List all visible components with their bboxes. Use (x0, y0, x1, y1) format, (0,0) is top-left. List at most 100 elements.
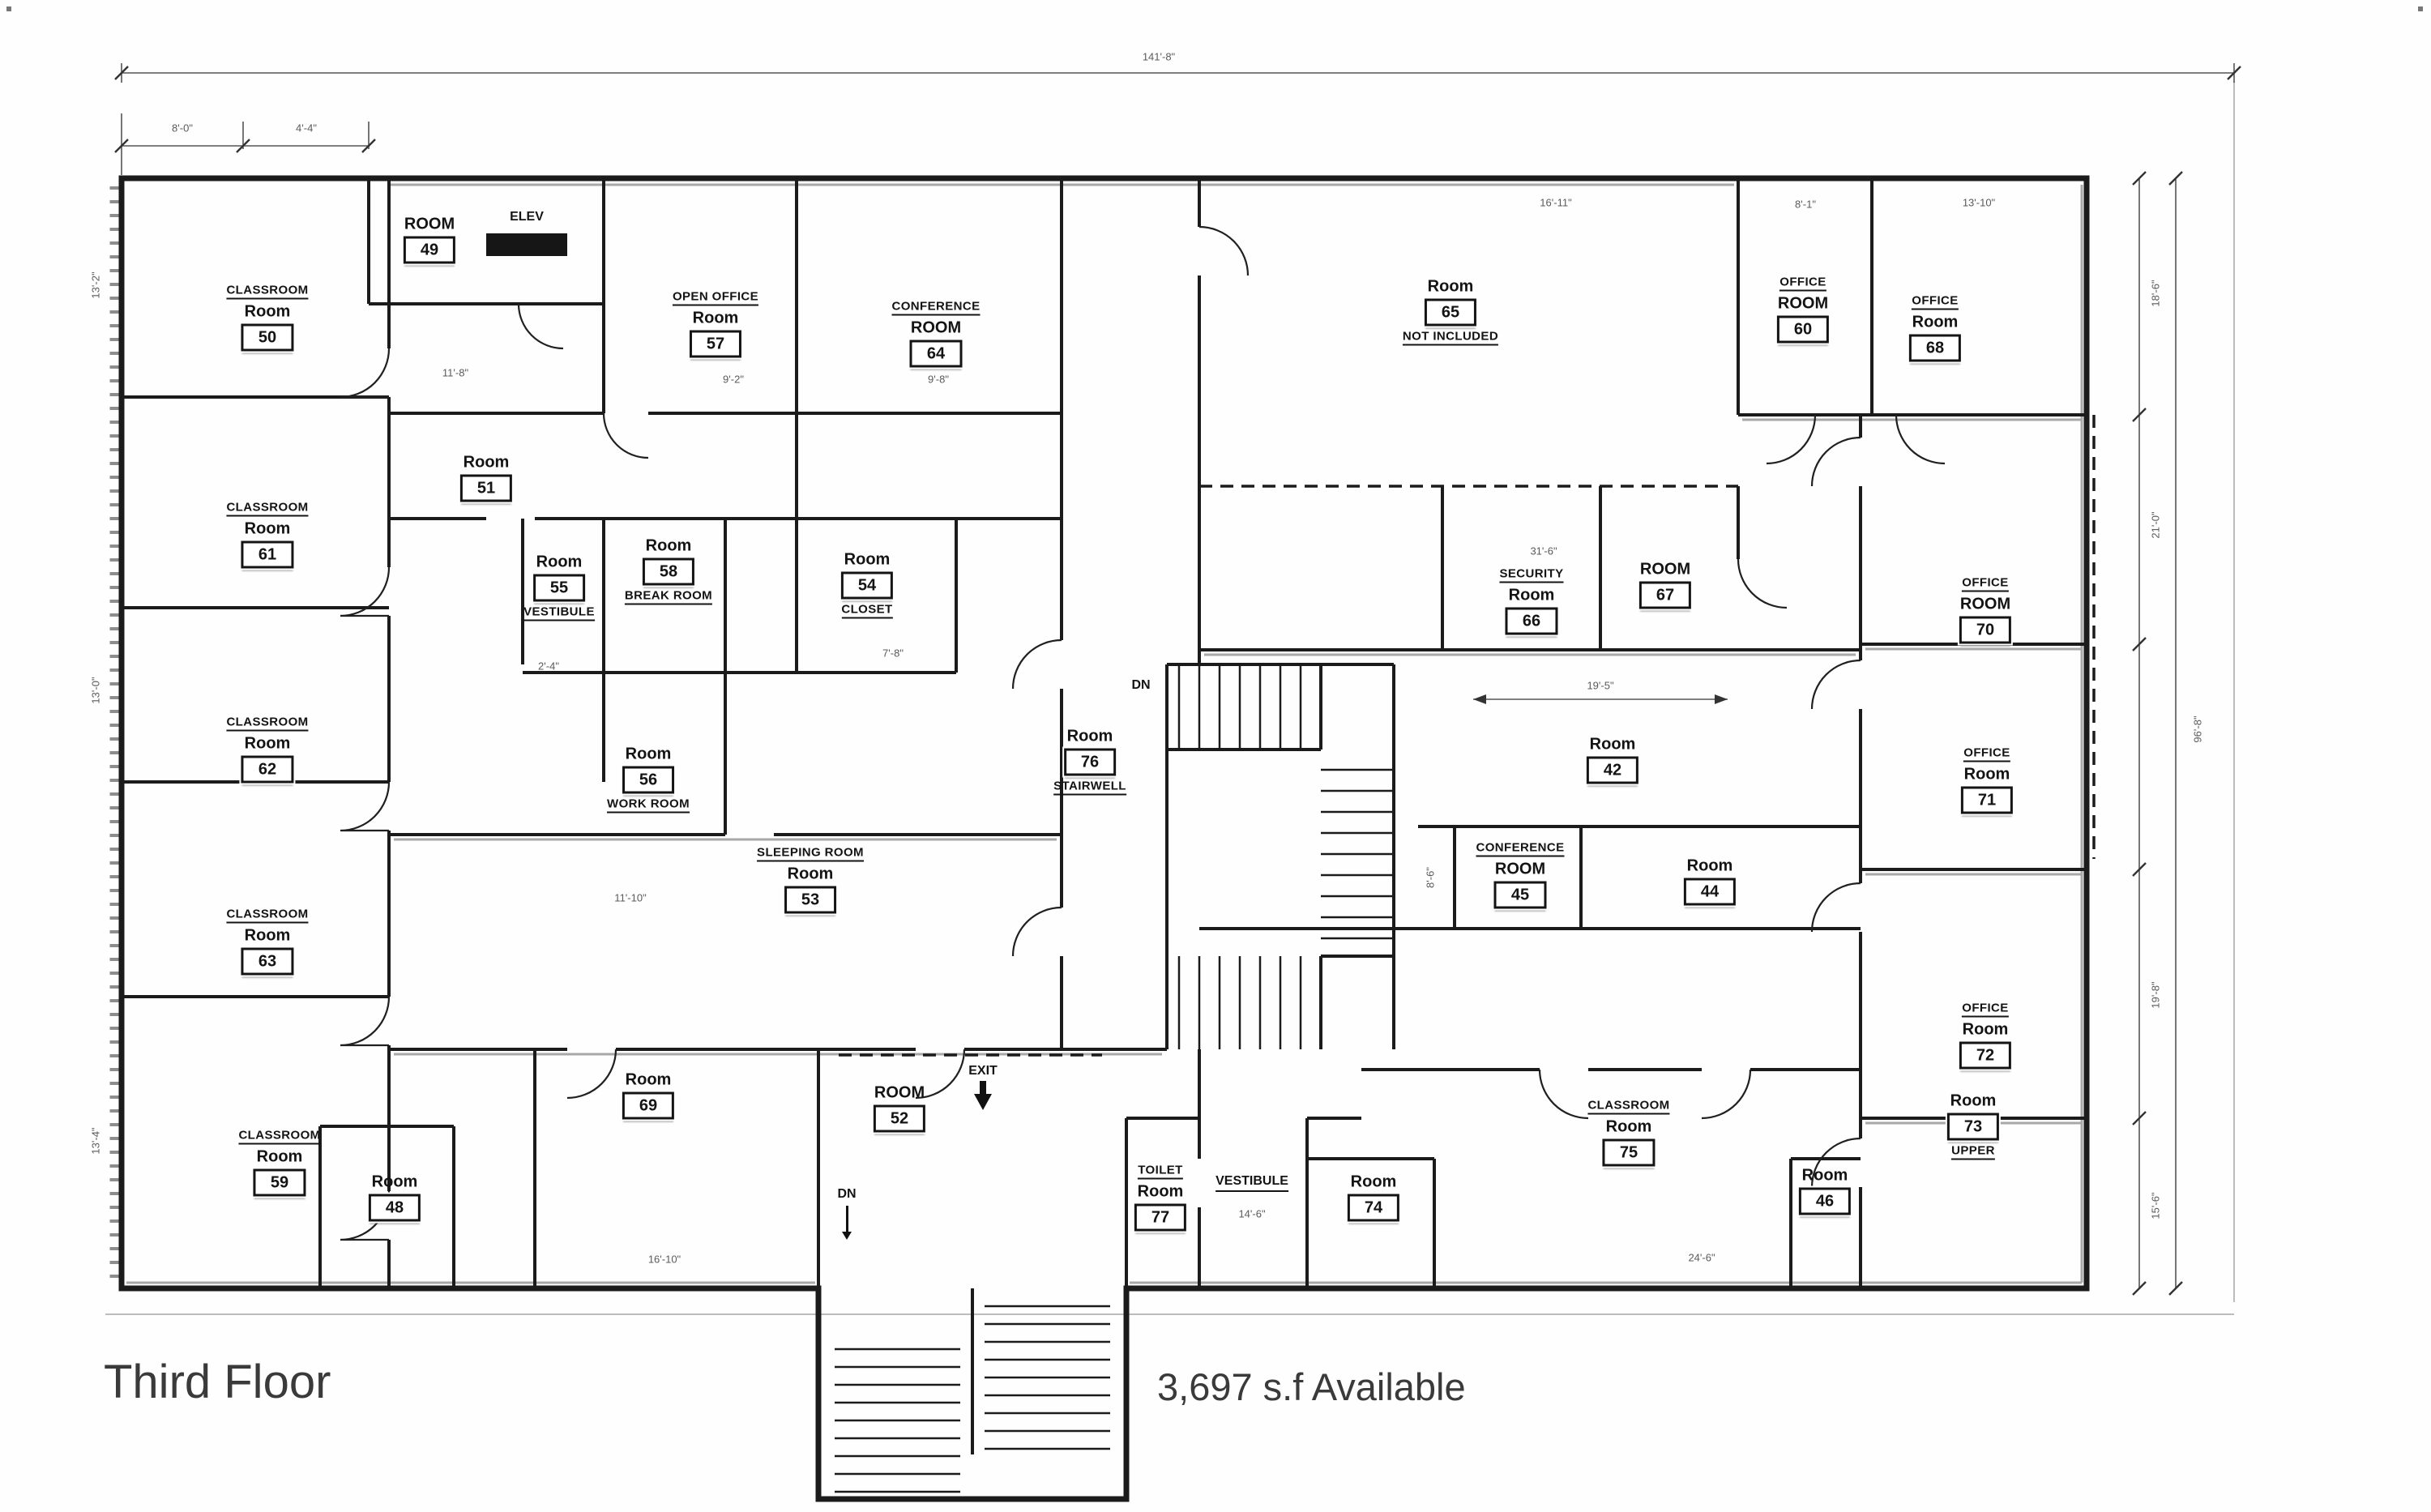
room-word: ROOM (910, 318, 962, 337)
room-number-box: 64 (909, 340, 963, 368)
room-number-box: 62 (241, 755, 294, 784)
room-caption: CONFERENCE (1476, 842, 1565, 857)
dimension-label: 31'-6" (1530, 545, 1557, 557)
room-caption: CLASSROOM (226, 284, 309, 300)
dimension-label: 11'-10" (614, 891, 647, 904)
room-caption: NOT INCLUDED (1402, 331, 1499, 346)
room-caption: BREAK ROOM (624, 590, 713, 605)
room-word: Room (1427, 277, 1474, 296)
room-word: Room (844, 550, 891, 569)
dimension-label: 9'-2" (723, 373, 744, 386)
dimension-label: 7'-8" (882, 647, 904, 660)
room-word: Room (1963, 765, 2010, 784)
dimension-label: 2'-4" (538, 660, 559, 673)
room-label-45: CONFERENCE ROOM 45 (1476, 842, 1565, 909)
room-word: ROOM (1639, 560, 1691, 579)
dimension-label: 8'-0" (172, 122, 193, 135)
room-word: Room (1605, 1117, 1652, 1136)
room-label-49: ROOM 49 (403, 215, 456, 264)
room-number-box: 73 (1946, 1113, 2000, 1141)
room-word: Room (244, 519, 291, 538)
room-word: Room (256, 1147, 303, 1166)
room-number-box: 69 (622, 1091, 675, 1120)
room-number-box: 70 (1959, 616, 2012, 644)
annotation-exit: EXIT (968, 1064, 998, 1078)
dimension-label: 96'-8" (2191, 715, 2204, 743)
dimension-label: 21'-0" (2149, 511, 2162, 539)
annotation-elev: ELEV (510, 210, 544, 224)
dimension-label: 13'-0" (89, 677, 102, 704)
dimension-label: 24'-6" (1688, 1251, 1715, 1264)
room-word: Room (1801, 1166, 1848, 1185)
room-number-box: 45 (1493, 881, 1547, 909)
room-caption: TOILET (1138, 1164, 1183, 1180)
annotation-vestibule: VESTIBULE (1216, 1174, 1288, 1192)
room-number-box: 48 (368, 1194, 421, 1222)
room-word: ROOM (1494, 860, 1546, 878)
room-number-box: 68 (1908, 334, 1962, 362)
dimension-label: 16'-11" (1540, 196, 1572, 209)
room-word: Room (244, 302, 291, 321)
dimension-label: 13'-2" (89, 271, 102, 299)
room-number-box: 49 (403, 236, 456, 264)
room-word: Room (645, 536, 692, 555)
dimension-label: 4'-4" (296, 122, 317, 135)
room-number-box: 59 (253, 1168, 306, 1197)
corner-marks (6, 6, 2423, 11)
room-number-box: 53 (784, 886, 837, 914)
room-number-box: 75 (1602, 1138, 1656, 1167)
room-word: Room (787, 865, 834, 883)
room-number-box: 60 (1776, 315, 1830, 344)
dimension-label: 19'-8" (2149, 981, 2162, 1009)
room-number-box: 57 (689, 330, 742, 358)
room-word: Room (463, 453, 510, 472)
room-word: Room (1589, 735, 1636, 754)
room-caption: CLASSROOM (238, 1130, 321, 1145)
room-number-box: 46 (1798, 1187, 1852, 1215)
room-caption: WORK ROOM (607, 798, 690, 814)
door-arcs (340, 225, 1946, 1241)
dimension-label: 8'-1" (1795, 198, 1816, 211)
room-caption: VESTIBULE (523, 606, 595, 621)
page-edge-lines (105, 81, 2235, 1315)
room-label-59: CLASSROOM Room 59 (238, 1130, 321, 1197)
annotation-dn: DN (837, 1187, 857, 1201)
room-word: Room (536, 553, 583, 571)
room-caption: CLOSET (841, 604, 893, 619)
dimension-label: 14'-6" (1238, 1207, 1266, 1220)
room-number-box: 77 (1134, 1203, 1187, 1232)
room-word: ROOM (404, 215, 455, 233)
room-word: Room (1350, 1172, 1397, 1191)
room-word: Room (1137, 1182, 1184, 1201)
room-caption: OFFICE (1962, 1002, 2009, 1018)
room-caption: CLASSROOM (226, 502, 309, 517)
room-number-box: 56 (622, 766, 675, 794)
room-number-box: 58 (642, 557, 695, 586)
dimension-label: 141'-8" (1142, 50, 1176, 63)
room-word: ROOM (1777, 294, 1829, 313)
room-word: Room (692, 309, 739, 327)
room-word: Room (1950, 1091, 1997, 1110)
dimension-label: 19'-5" (1587, 679, 1614, 692)
dimension-label: 11'-8" (442, 366, 469, 379)
room-caption: OFFICE (1912, 295, 1959, 310)
room-word: Room (1962, 1020, 2009, 1039)
